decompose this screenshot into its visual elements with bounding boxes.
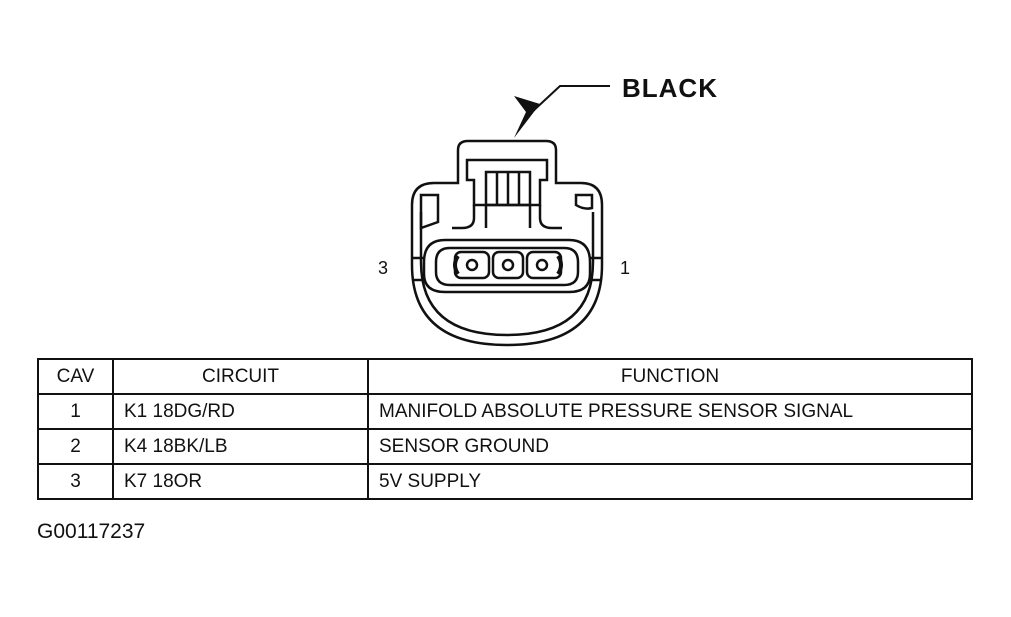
- color-callout-arrow: [514, 85, 610, 138]
- connector-diagram: BLACK 3: [378, 73, 718, 347]
- circuit-cell: K7 18OR: [112, 463, 369, 500]
- header-cav: CAV: [37, 358, 114, 395]
- terminal-cavity-2: [491, 250, 525, 280]
- function-cell: 5V SUPPLY: [367, 463, 973, 500]
- function-cell: MANIFOLD ABSOLUTE PRESSURE SENSOR SIGNAL: [367, 393, 973, 430]
- terminal-cavity-1: [525, 250, 563, 280]
- function-cell: SENSOR GROUND: [367, 428, 973, 465]
- circuit-cell: K1 18DG/RD: [112, 393, 369, 430]
- figure-id: G00117237: [37, 520, 146, 543]
- table-row: 2 K4 18BK/LB SENSOR GROUND: [37, 428, 973, 465]
- cav-cell: 1: [37, 393, 114, 430]
- connector-body: [410, 139, 604, 347]
- cav-cell: 2: [37, 428, 114, 465]
- table-row: 1 K1 18DG/RD MANIFOLD ABSOLUTE PRESSURE …: [37, 393, 973, 430]
- header-circuit: CIRCUIT: [112, 358, 369, 395]
- terminal-cavity-3: [453, 250, 491, 280]
- header-function: FUNCTION: [367, 358, 973, 395]
- connector-color-label: BLACK: [622, 73, 718, 103]
- cavity-1-label: 1: [620, 258, 630, 278]
- pinout-table: CAV CIRCUIT FUNCTION 1 K1 18DG/RD MANIFO…: [37, 358, 973, 500]
- cav-cell: 3: [37, 463, 114, 500]
- table-row: 3 K7 18OR 5V SUPPLY: [37, 463, 973, 500]
- table-header-row: CAV CIRCUIT FUNCTION: [37, 358, 973, 395]
- circuit-cell: K4 18BK/LB: [112, 428, 369, 465]
- cavity-3-label: 3: [378, 258, 388, 278]
